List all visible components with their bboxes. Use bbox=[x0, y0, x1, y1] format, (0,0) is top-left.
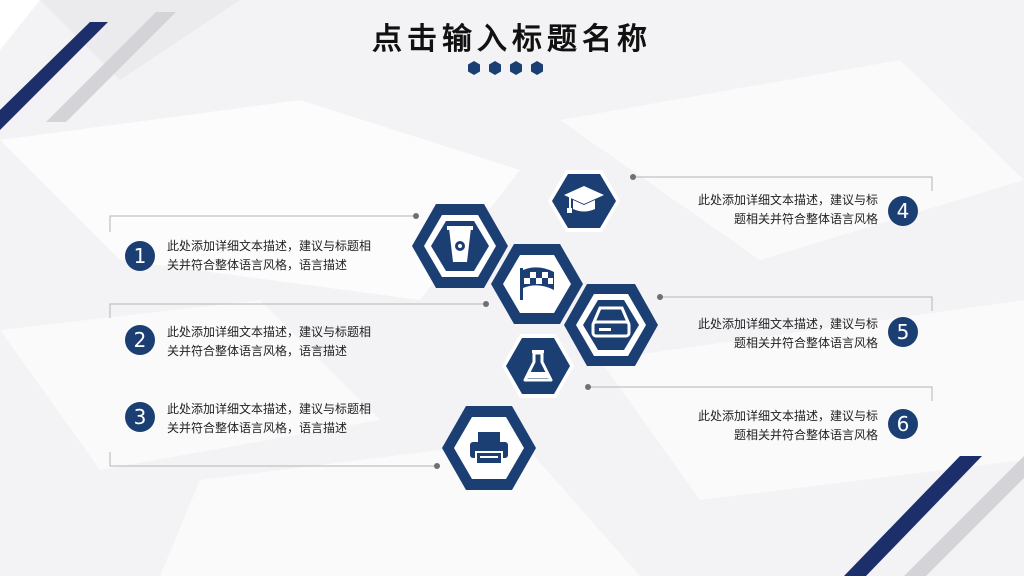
item-line: 此处添加详细文本描述，建议与标 bbox=[697, 193, 878, 207]
item-description-2: 此处添加详细文本描述，建议与标题相 关并符合整体语言风格，语言描述 bbox=[167, 323, 397, 361]
item-line: 此处添加详细文本描述，建议与标 bbox=[697, 317, 878, 331]
connector-dot bbox=[413, 213, 419, 219]
connector-line-5 bbox=[660, 296, 933, 311]
item-line: 关并符合整体语言风格，语言描述 bbox=[167, 421, 348, 435]
hex-flask bbox=[502, 334, 574, 398]
hex-cup bbox=[412, 204, 508, 288]
connector-line-1 bbox=[109, 215, 416, 232]
item-description-3: 此处添加详细文本描述，建议与标题相 关并符合整体语言风格，语言描述 bbox=[167, 400, 397, 438]
item-line: 关并符合整体语言风格，语言描述 bbox=[167, 258, 348, 272]
item-description-5: 此处添加详细文本描述，建议与标 题相关并符合整体语言风格 bbox=[648, 315, 878, 353]
connector-line-3 bbox=[109, 452, 437, 467]
title-dots bbox=[468, 61, 543, 75]
item-description-1: 此处添加详细文本描述，建议与标题相 关并符合整体语言风格，语言描述 bbox=[167, 237, 397, 275]
hex-dot bbox=[531, 61, 543, 75]
connector-dot bbox=[483, 301, 489, 307]
item-line: 关并符合整体语言风格，语言描述 bbox=[167, 344, 348, 358]
hex-graduation bbox=[548, 170, 620, 232]
item-number-1: 1 bbox=[125, 241, 155, 271]
corner-stripe-gray bbox=[46, 12, 176, 122]
connector-line-2 bbox=[109, 303, 486, 318]
hex-drive bbox=[564, 284, 658, 366]
printer-icon bbox=[470, 432, 508, 465]
page-title: 点击输入标题名称 bbox=[372, 22, 652, 57]
hex-printer bbox=[442, 406, 536, 490]
hex-flag bbox=[491, 244, 583, 324]
connector-dot bbox=[434, 463, 440, 469]
graduation-cap-icon bbox=[564, 186, 604, 213]
connector-line-6 bbox=[588, 386, 933, 401]
item-number-2: 2 bbox=[125, 325, 155, 355]
drive-icon bbox=[591, 306, 631, 338]
cup-icon bbox=[447, 226, 473, 262]
item-number-3: 3 bbox=[125, 402, 155, 432]
item-number-4: 4 bbox=[888, 196, 918, 226]
connector-dots bbox=[413, 174, 663, 469]
connector-lines bbox=[109, 176, 933, 467]
flag-icon bbox=[520, 267, 554, 300]
item-description-4: 此处添加详细文本描述，建议与标 题相关并符合整体语言风格 bbox=[648, 191, 878, 229]
item-description-6: 此处添加详细文本描述，建议与标 题相关并符合整体语言风格 bbox=[648, 407, 878, 445]
connector-dot bbox=[630, 174, 636, 180]
corner-stripe-navy bbox=[844, 456, 982, 576]
hex-dot bbox=[489, 61, 501, 75]
item-line: 此处添加详细文本描述，建议与标 bbox=[697, 409, 878, 423]
item-line: 题相关并符合整体语言风格 bbox=[733, 212, 878, 226]
flask-icon bbox=[523, 350, 553, 382]
connector-dot bbox=[585, 384, 591, 390]
hex-dot bbox=[510, 61, 522, 75]
item-number-5: 5 bbox=[888, 317, 918, 347]
item-line: 题相关并符合整体语言风格 bbox=[733, 428, 878, 442]
item-line: 题相关并符合整体语言风格 bbox=[733, 336, 878, 350]
item-line: 此处添加详细文本描述，建议与标题相 bbox=[167, 402, 372, 416]
corner-stripe-navy bbox=[0, 22, 108, 130]
hex-dot bbox=[468, 61, 480, 75]
connector-line-4 bbox=[633, 176, 933, 191]
corner-stripe-gray bbox=[904, 456, 1024, 576]
item-number-6: 6 bbox=[888, 409, 918, 439]
connector-dot bbox=[657, 294, 663, 300]
item-line: 此处添加详细文本描述，建议与标题相 bbox=[167, 325, 372, 339]
item-line: 此处添加详细文本描述，建议与标题相 bbox=[167, 239, 372, 253]
